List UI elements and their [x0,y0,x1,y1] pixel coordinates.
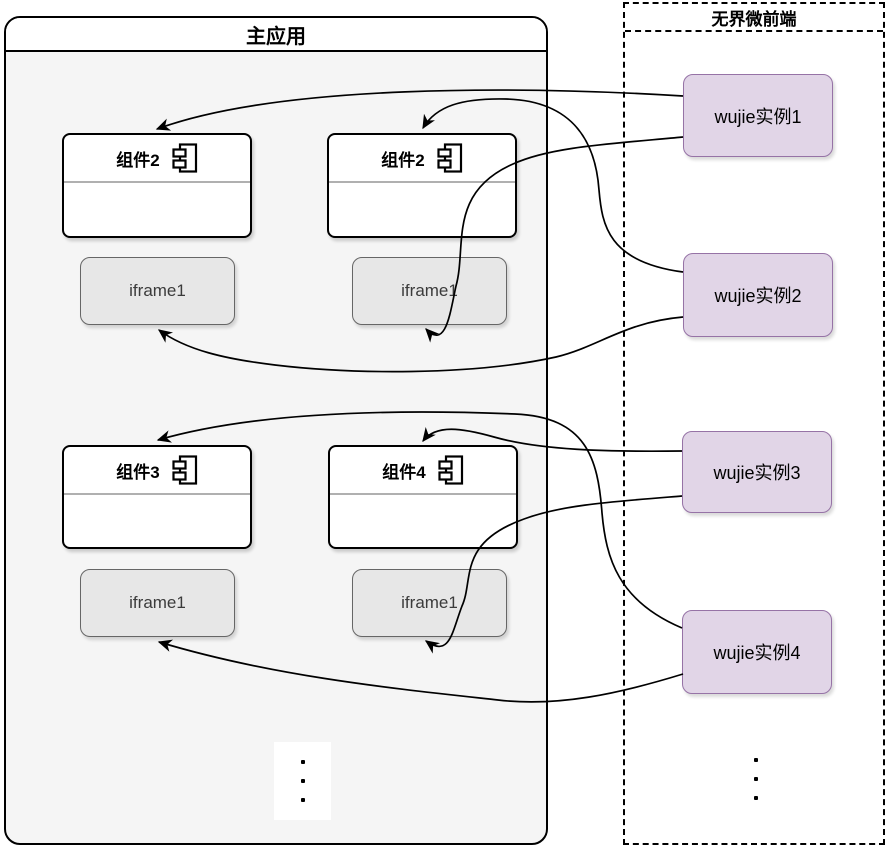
wujie-instance-1-label: wujie实例1 [714,106,802,127]
iframe-box-4: iframe1 [352,569,507,637]
wujie-instance-3: wujie实例3 [682,431,832,513]
dot [753,777,758,781]
vertical-ellipsis-wujie [727,740,784,818]
iframe-box-1: iframe1 [80,257,235,325]
vertical-ellipsis-main [274,742,331,820]
wujie-panel-header: 无界微前端 [625,4,883,32]
iframe-box-2-label: iframe1 [401,281,458,300]
dot [753,796,758,800]
dot [753,758,758,762]
component-box-2-label: 组件2 [381,150,425,170]
component-box-1-label: 组件2 [116,150,160,170]
component-box-2: 组件2 [327,133,517,238]
iframe-box-3: iframe1 [80,569,235,637]
iframe-box-3-label: iframe1 [129,593,186,612]
dot [300,779,305,783]
wujie-panel-title: 无界微前端 [711,9,797,29]
wujie-instance-2: wujie实例2 [683,253,833,337]
component-box-4: 组件4 [328,445,518,549]
wujie-instance-2-label: wujie实例2 [714,286,802,306]
component-box-3-header: 组件3 [64,447,250,495]
main-app-header: 主应用 [6,18,546,52]
iframe-box-1-label: iframe1 [129,281,186,300]
iframe-box-2: iframe1 [352,257,507,325]
uml-component-icon [172,143,197,173]
uml-component-icon [172,455,197,485]
component-box-3-label: 组件3 [116,462,160,482]
uml-component-icon [437,143,462,173]
component-box-3: 组件3 [62,445,252,549]
uml-component-icon [438,455,463,485]
iframe-box-4-label: iframe1 [401,593,458,612]
dot [300,760,305,764]
component-box-2-header: 组件2 [329,135,515,183]
component-box-4-label: 组件4 [382,462,426,482]
wujie-instance-4-label: wujie实例4 [713,643,801,663]
main-app-title: 主应用 [246,25,306,48]
dot [300,798,305,802]
wujie-instance-4: wujie实例4 [682,610,832,694]
component-box-4-header: 组件4 [330,447,516,495]
component-box-1: 组件2 [62,133,252,238]
component-box-1-header: 组件2 [64,135,250,183]
wujie-instance-3-label: wujie实例3 [713,463,801,483]
wujie-instance-1: wujie实例1 [683,74,833,157]
